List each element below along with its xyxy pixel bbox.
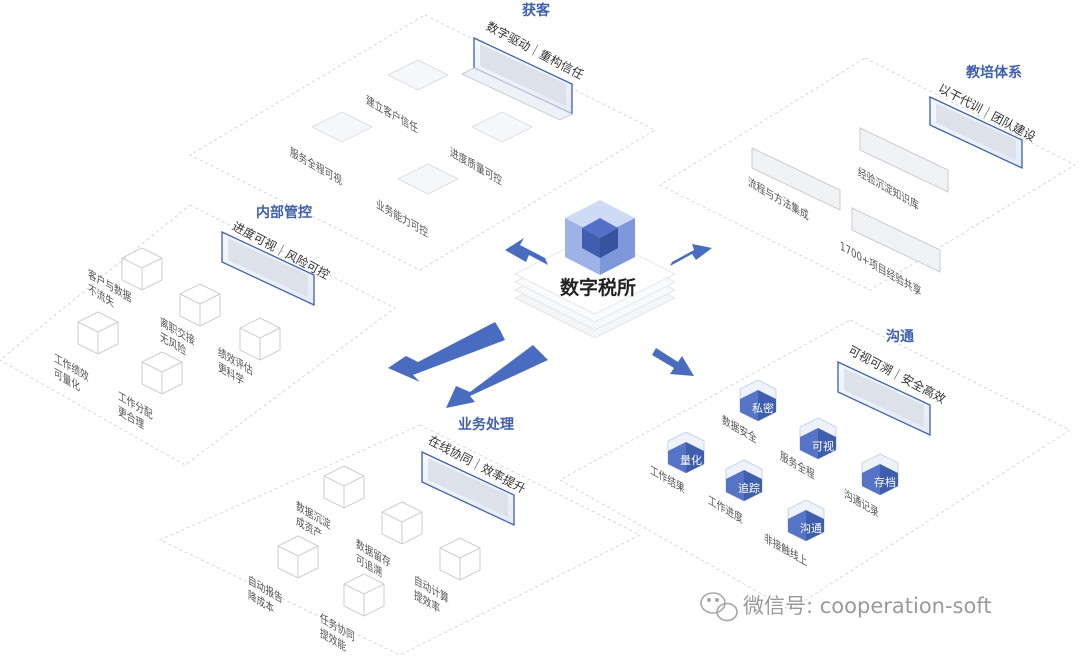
badge-cube [667, 431, 705, 474]
comm-badge-text: 私密 [752, 402, 774, 415]
tile [386, 59, 450, 91]
cube-outline [439, 537, 481, 581]
comm-badge-text: 沟通 [800, 522, 822, 535]
flow-arrows [388, 238, 712, 408]
panel-internal [0, 204, 396, 466]
cube-outline [141, 351, 183, 395]
comm-badges [667, 379, 899, 542]
panel-business [158, 424, 642, 656]
box-communication [837, 360, 931, 437]
badge-cube [861, 453, 899, 496]
training-bar [851, 207, 941, 273]
wechat-icon [700, 592, 738, 622]
cube-outline [179, 283, 221, 327]
cube-outline [121, 247, 163, 291]
panel-training [658, 57, 1077, 291]
arrow-to-business [446, 345, 548, 408]
arrow-to-acquire [505, 238, 548, 265]
training-bar [751, 147, 841, 211]
title-communication: 沟通 [886, 329, 914, 345]
cube-icon [565, 200, 635, 275]
box-acquire [460, 36, 574, 121]
badge-cube [799, 417, 837, 460]
badge-cube [725, 459, 763, 502]
panel-acquire [188, 14, 657, 271]
center-label: 数字税所 [560, 277, 637, 299]
cube-outline [77, 311, 119, 355]
training-bars [751, 127, 949, 273]
comm-badge-text: 可视 [812, 440, 834, 453]
cube-outline [277, 535, 319, 579]
box-internal [221, 230, 315, 307]
title-internal: 内部管控 [256, 205, 312, 221]
title-acquire: 获客 [522, 3, 550, 19]
panel-communication [558, 319, 1072, 611]
title-training: 教培体系 [966, 65, 1022, 81]
title-business: 业务处理 [458, 417, 514, 433]
badge-cube [787, 499, 825, 542]
arrow-to-internal [388, 322, 505, 382]
box-training [929, 95, 1023, 170]
arrow-to-communication [652, 348, 694, 376]
comm-badge-text: 存档 [874, 476, 896, 489]
panel-outlines [0, 14, 1077, 656]
training-bar [859, 127, 949, 193]
comm-badge-text: 追踪 [738, 482, 760, 495]
tile [310, 111, 374, 143]
tile [470, 111, 534, 143]
cube-outline [381, 501, 423, 545]
cube-outline [343, 573, 385, 617]
tile [396, 163, 460, 195]
box-business [421, 450, 515, 527]
center-platform [513, 233, 677, 339]
module-boxes [221, 36, 1023, 527]
badge-cube [739, 379, 777, 422]
cube-outline [239, 317, 281, 361]
watermark-text: 微信号: cooperation-soft [743, 594, 992, 618]
wire-cubes [77, 247, 481, 617]
arrow-to-training [670, 244, 712, 266]
acquire-tiles [310, 59, 534, 195]
cube-outline [323, 465, 365, 509]
comm-badge-text: 量化 [680, 454, 702, 467]
